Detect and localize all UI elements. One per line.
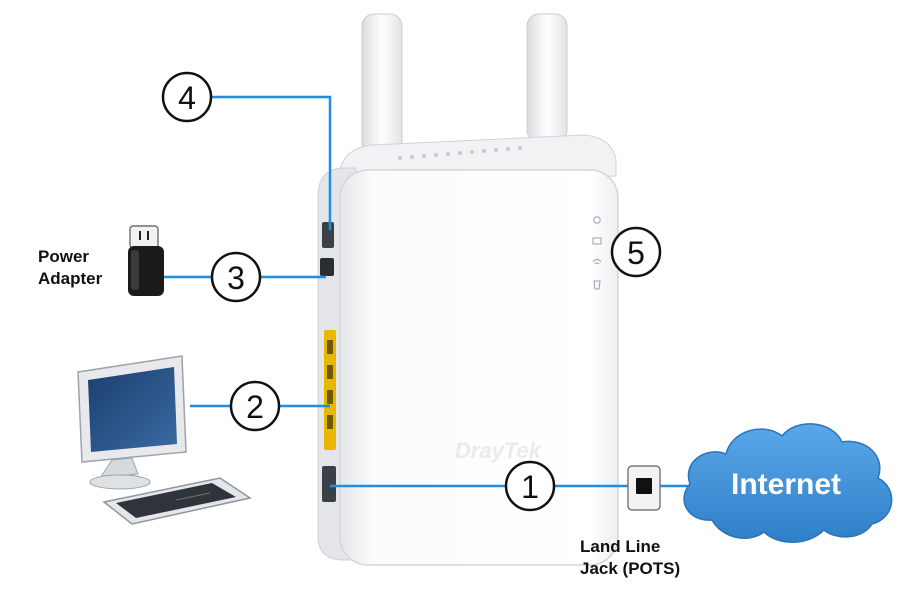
land-line-label-line2: Jack (POTS)	[580, 559, 680, 578]
router-top-vents	[398, 146, 522, 160]
callout-number-2: 2	[246, 389, 264, 425]
router-led-indicators	[592, 216, 602, 290]
wifi-led-icon	[592, 259, 602, 265]
power-adapter-label-line1: Power	[38, 247, 89, 266]
cloud-shape	[683, 423, 893, 543]
line-top-port	[212, 95, 332, 230]
callout-number-3: 3	[227, 260, 245, 296]
callout-1: 1	[504, 460, 556, 512]
callout-3: 3	[210, 251, 262, 303]
callout-number-5: 5	[627, 235, 645, 271]
callout-5: 5	[610, 226, 662, 278]
monitor-stand	[98, 457, 139, 479]
monitor-screen	[88, 367, 177, 452]
router-device-icon: DrayTek	[317, 134, 619, 566]
callout-number-1: 1	[521, 469, 539, 505]
dsl-led-icon	[592, 237, 602, 245]
right-antenna	[526, 13, 568, 143]
top-side-port	[322, 222, 334, 248]
lan-port-slots	[327, 340, 333, 429]
phone-wall-jack-icon	[627, 465, 661, 511]
power-jack-port	[320, 258, 334, 276]
callout-4: 4	[161, 71, 213, 123]
phone-led-icon	[593, 280, 601, 290]
monitor-base	[89, 474, 151, 490]
power-adapter-icon	[128, 225, 164, 296]
router-front-face	[339, 169, 619, 566]
router-logo: DrayTek	[455, 438, 543, 463]
wall-outlet	[129, 225, 159, 249]
wan-dsl-port	[322, 466, 336, 502]
router-antennas	[361, 13, 568, 175]
power-led-icon	[593, 216, 601, 224]
internet-label: Internet	[731, 468, 841, 501]
callout-number-4: 4	[178, 80, 196, 116]
power-adapter-label-line2: Adapter	[38, 269, 103, 288]
callout-2: 2	[229, 380, 281, 432]
internet-cloud-icon: Internet	[683, 423, 893, 543]
desktop-computer-icon	[77, 355, 252, 525]
land-line-label-line1: Land Line	[580, 537, 660, 556]
